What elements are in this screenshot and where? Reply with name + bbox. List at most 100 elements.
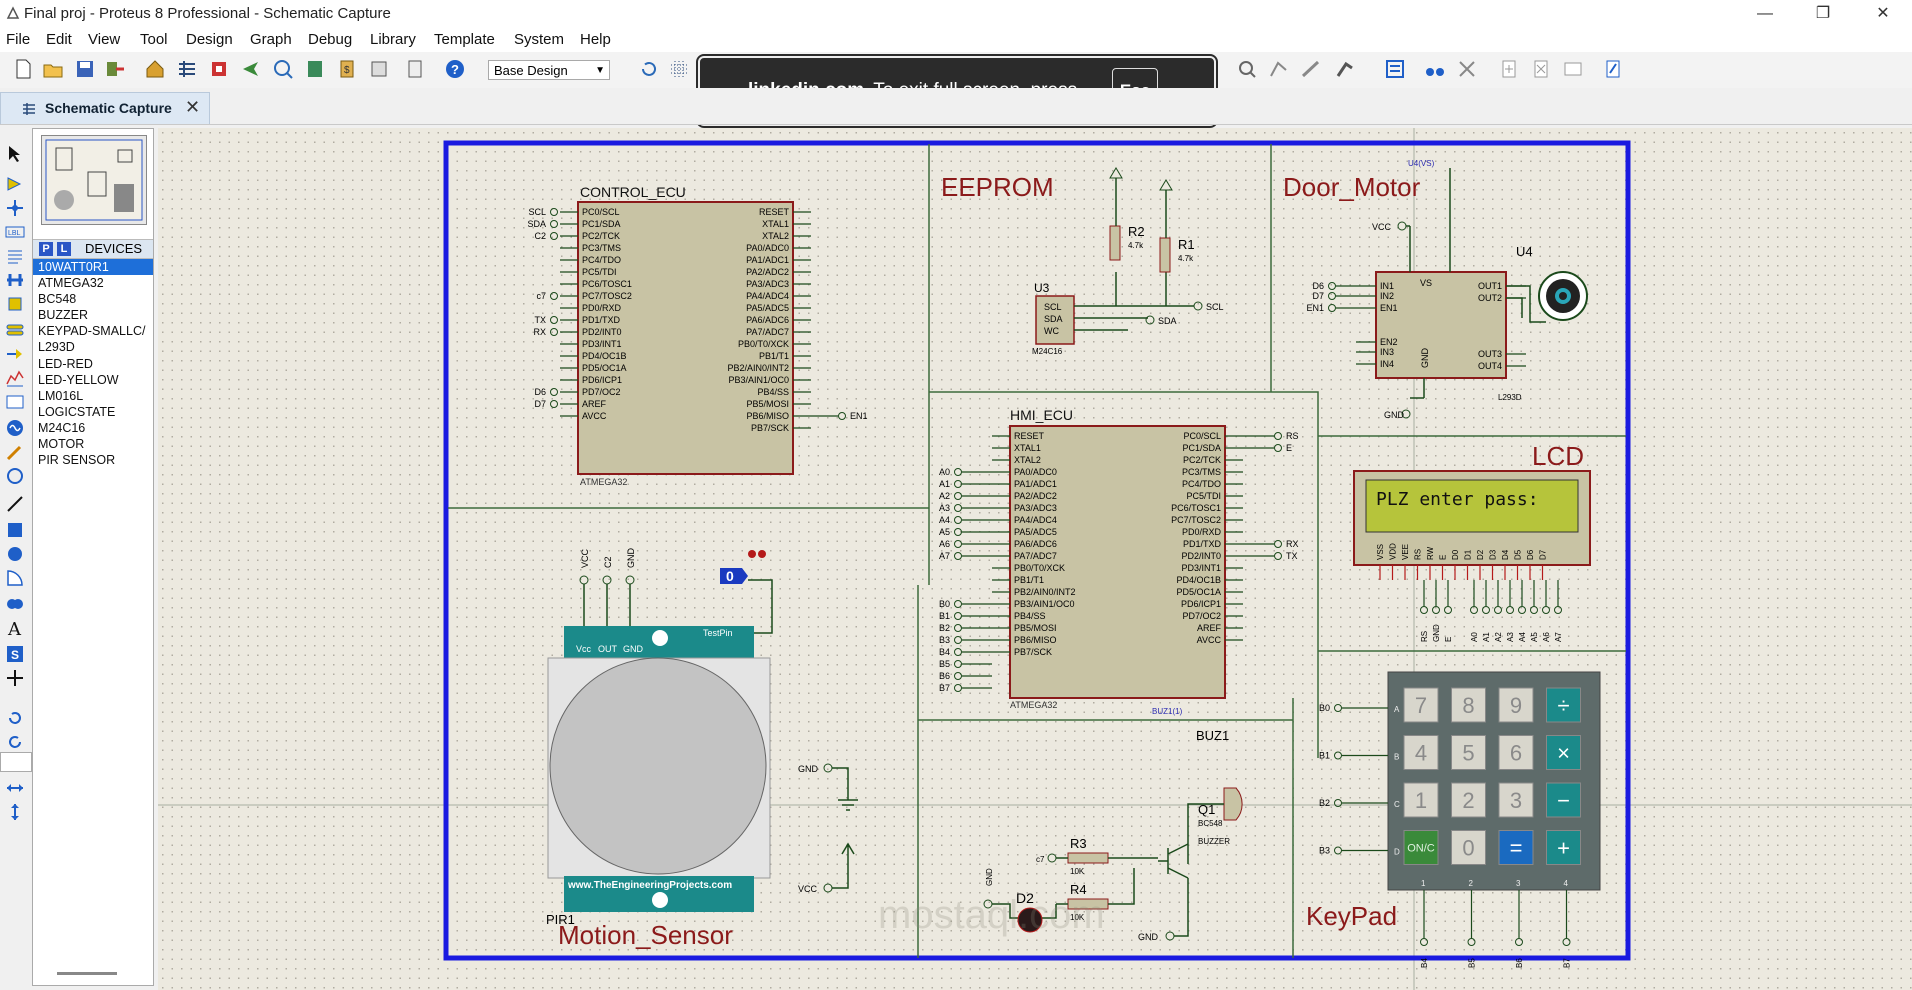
pin-name: PB4/SS	[1014, 611, 1046, 621]
menu-file[interactable]: File	[6, 31, 31, 48]
script-editor-icon[interactable]	[1602, 58, 1624, 80]
device-list-item[interactable]: BUZZER	[38, 308, 88, 323]
wire-autorouter-icon[interactable]	[1268, 58, 1290, 80]
menu-view[interactable]: View	[88, 31, 121, 48]
menu-template[interactable]: Template	[434, 31, 495, 48]
menu-edit[interactable]: Edit	[46, 31, 72, 48]
device-list-item[interactable]: M24C16	[38, 420, 86, 435]
gerber-viewer-icon[interactable]	[272, 58, 294, 80]
arc-tool-icon[interactable]	[5, 568, 25, 588]
zoom-icon[interactable]	[1236, 58, 1258, 80]
device-list-item[interactable]: LM016L	[38, 388, 84, 403]
import-icon[interactable]	[104, 58, 126, 80]
path-tool-icon[interactable]	[5, 594, 25, 614]
menu-tool[interactable]: Tool	[140, 31, 168, 48]
rotate-clockwise-icon[interactable]	[5, 708, 25, 728]
graph-mode-icon[interactable]	[5, 368, 25, 388]
pin-name: PB4/SS	[757, 387, 789, 397]
tab-schematic-capture[interactable]: Schematic Capture ✕	[0, 92, 210, 124]
minimize-button[interactable]: —	[1757, 5, 1773, 22]
net-terminal	[1334, 751, 1342, 760]
voltage-probe-icon[interactable]	[5, 442, 25, 462]
device-list-item[interactable]: ATMEGA32	[38, 276, 104, 291]
menu-system[interactable]: System	[514, 31, 565, 48]
pin-name: PB3/AIN1/OC0	[728, 375, 789, 385]
design-explorer-icon[interactable]	[304, 58, 326, 80]
schematic-icon[interactable]	[176, 58, 198, 80]
device-pins-icon[interactable]	[5, 344, 25, 364]
overview-preview[interactable]	[41, 135, 147, 225]
menu-help[interactable]: Help	[580, 31, 611, 48]
marker-tool-icon[interactable]	[5, 668, 25, 688]
device-list-item[interactable]: BC548	[38, 292, 77, 307]
tape-recorder-icon[interactable]	[5, 392, 25, 412]
goto-sheet-icon[interactable]	[1562, 58, 1584, 80]
rotation-angle-field[interactable]	[0, 752, 32, 772]
save-icon[interactable]	[74, 58, 96, 80]
text-script-icon[interactable]	[5, 246, 25, 266]
open-folder-icon[interactable]	[42, 58, 64, 80]
device-list-item[interactable]: KEYPAD-SMALLC/	[38, 324, 146, 339]
menu-graph[interactable]: Graph	[250, 31, 292, 48]
design-variant-select[interactable]: Base Design▼	[488, 60, 610, 80]
keypad-key-label: 2	[1462, 788, 1474, 813]
device-list-item[interactable]: L293D	[38, 340, 75, 355]
schematic-canvas[interactable]: EEPROM Door_Motor LCD KeyPad Motion_Sens…	[158, 128, 1912, 990]
generator-icon[interactable]	[5, 418, 25, 438]
circle-tool-icon[interactable]	[5, 544, 25, 564]
mirror-vertical-icon[interactable]	[5, 802, 25, 822]
device-list-item[interactable]: LED-YELLOW	[38, 372, 119, 387]
rotate-anticlockwise-icon[interactable]	[5, 732, 25, 752]
menu-debug[interactable]: Debug	[308, 31, 353, 48]
device-list-item[interactable]: MOTOR	[38, 437, 85, 452]
netlist-icon[interactable]	[1384, 58, 1406, 80]
selection-mode-icon[interactable]	[5, 144, 25, 164]
notes-icon[interactable]	[404, 58, 426, 80]
datasheet-icon[interactable]	[368, 58, 390, 80]
pin-name: PC1/SDA	[1182, 443, 1221, 453]
close-tab-icon[interactable]: ✕	[185, 97, 201, 117]
grid-toggle-icon[interactable]	[668, 58, 690, 80]
pir-testpin: TestPin	[703, 628, 733, 638]
3d-visualizer-icon[interactable]	[240, 58, 262, 80]
net-label: D7	[534, 399, 546, 409]
device-list-scrollbar[interactable]	[57, 972, 117, 975]
pick-devices-button[interactable]: P	[39, 242, 53, 256]
menu-design[interactable]: Design	[186, 31, 233, 48]
new-sheet-icon[interactable]	[1498, 58, 1520, 80]
device-list-item[interactable]: PIR SENSOR	[38, 453, 116, 468]
box-tool-icon[interactable]	[5, 520, 25, 540]
property-assign-icon[interactable]	[1334, 58, 1356, 80]
device-list-item[interactable]: LOGICSTATE	[38, 404, 116, 419]
device-list-item[interactable]: 10WATT0R1	[33, 259, 153, 276]
text-tool-icon[interactable]: A	[5, 618, 25, 638]
net-terminal	[954, 480, 962, 488]
symbol-tool-icon[interactable]: S	[5, 644, 25, 664]
help-icon[interactable]: ?	[444, 58, 466, 80]
virtual-instrument-icon[interactable]	[5, 466, 25, 486]
refresh-icon[interactable]	[638, 58, 660, 80]
subcircuit-icon[interactable]	[5, 294, 25, 314]
buses-icon[interactable]	[5, 270, 25, 290]
terminals-icon[interactable]	[5, 320, 25, 340]
search-tag-icon[interactable]	[1300, 58, 1322, 80]
component-mode-icon[interactable]	[5, 174, 25, 194]
delete-sheet-icon[interactable]	[1530, 58, 1552, 80]
pcb-layout-icon[interactable]	[208, 58, 230, 80]
binoculars-icon[interactable]	[1424, 58, 1446, 80]
home-icon[interactable]	[144, 58, 166, 80]
junction-dot-icon[interactable]	[5, 198, 25, 218]
bill-of-materials-icon[interactable]: $	[336, 58, 358, 80]
wire-label-icon[interactable]: LBL	[5, 222, 25, 242]
device-list-item[interactable]: LED-RED	[38, 356, 93, 371]
electrical-rule-check-icon[interactable]	[1456, 58, 1478, 80]
r2-value: 4.7k	[1128, 241, 1144, 250]
mirror-horizontal-icon[interactable]	[5, 778, 25, 798]
maximize-button[interactable]: ❐	[1815, 5, 1831, 22]
library-manager-button[interactable]: L	[57, 242, 71, 256]
new-file-icon[interactable]	[12, 58, 34, 80]
devices-title: DEVICES	[85, 241, 143, 256]
menu-library[interactable]: Library	[370, 31, 416, 48]
line-tool-icon[interactable]	[5, 494, 25, 514]
close-window-button[interactable]: ✕	[1876, 5, 1890, 22]
